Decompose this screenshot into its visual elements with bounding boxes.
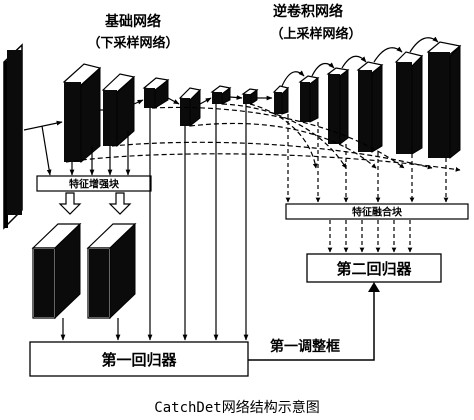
- backbone-block-2: [62, 63, 102, 164]
- second-regressor: 第二回归器: [306, 253, 442, 283]
- feature-fusion-block: 特征融合块: [285, 203, 469, 253]
- deconv-title: 逆卷积网络: [273, 3, 343, 20]
- backbone-block-4: [142, 77, 170, 109]
- enhanced-block-1: [31, 222, 82, 320]
- deconv-blocks: [272, 36, 462, 160]
- deconv-block-4: [356, 61, 384, 153]
- figure-caption: CatchDet网络结构示意图: [154, 399, 319, 416]
- second-regressor-label: 第二回归器: [336, 260, 412, 278]
- skip-connections: [65, 103, 461, 172]
- first-adjust-label: 第一调整框: [270, 338, 340, 355]
- deconv-subtitle: （上采样网络）: [270, 26, 361, 42]
- first-regressor-label: 第一回归器: [101, 351, 177, 369]
- feature-enhance-label: 特征增强块: [69, 178, 120, 191]
- enhanced-block-2: [86, 222, 137, 320]
- deconv-block-3: [326, 67, 350, 145]
- deconv-block-1: [272, 85, 290, 115]
- first-adjust-connector: 第一调整框: [248, 282, 380, 361]
- backbone-block-6: [210, 85, 232, 105]
- backbone-blocks: [3, 43, 273, 230]
- backbone-block-7: [241, 88, 259, 105]
- enhanced-feature-blocks: [31, 222, 137, 341]
- backbone-block-1: [3, 43, 23, 230]
- deconv-block-2: [298, 75, 320, 123]
- deconv-to-fusion-arrows: [285, 114, 449, 203]
- enhance-output-arrows: [58, 192, 132, 215]
- titles: 基础网络 （下采样网络） 逆卷积网络 （上采样网络）: [87, 3, 361, 51]
- deconv-block-6: [426, 41, 462, 160]
- feature-enhance-block: 特征增强块: [36, 125, 152, 192]
- backbone-block-3: [101, 73, 136, 148]
- deconv-block-5: [394, 51, 424, 155]
- backbone-subtitle: （下采样网络）: [87, 35, 178, 51]
- backbone-title: 基础网络: [105, 13, 161, 30]
- first-regressor: 第一回归器: [29, 104, 249, 377]
- feature-fusion-label: 特征融合块: [352, 206, 403, 219]
- backbone-block-5: [178, 87, 202, 128]
